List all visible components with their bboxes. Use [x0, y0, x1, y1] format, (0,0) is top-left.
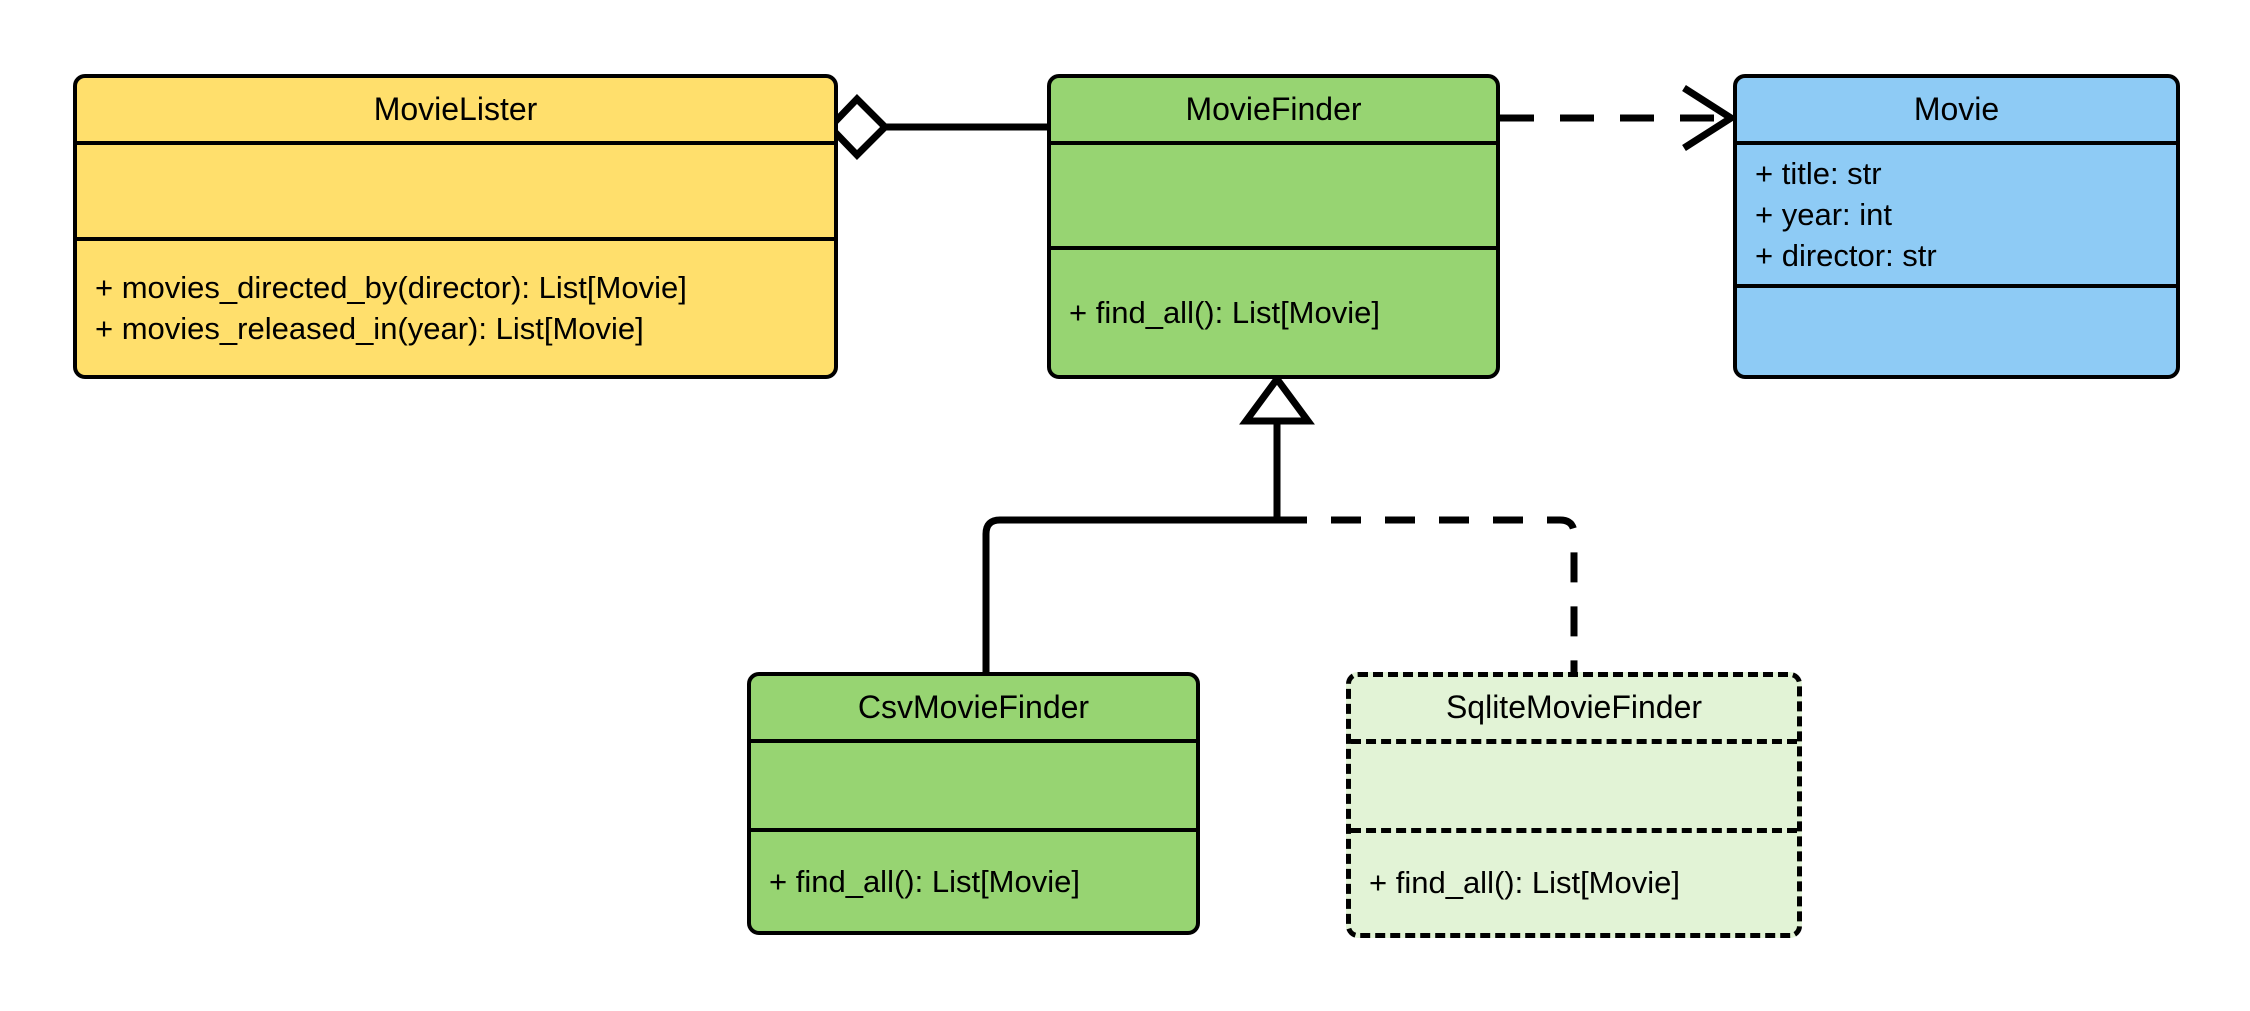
uml-class-movielister[interactable]: MovieLister + movies_directed_by(directo… [73, 74, 838, 379]
class-title-moviefinder: MovieFinder [1185, 90, 1362, 127]
attribute-item: + director: str [1755, 238, 1937, 274]
method-item: + movies_released_in(year): List[Movie] [95, 311, 644, 346]
attribute-item: + year: int [1755, 196, 1892, 232]
method-item: + find_all(): List[Movie] [1369, 865, 1680, 901]
class-name-compartment: CsvMovieFinder [751, 676, 1196, 743]
uml-class-moviefinder[interactable]: MovieFinder + find_all(): List[Movie] [1047, 74, 1500, 379]
class-title-csvmoviefinder: CsvMovieFinder [857, 688, 1090, 725]
class-attributes-compartment [1051, 145, 1496, 250]
class-name-compartment: MovieFinder [1051, 78, 1496, 145]
class-methods-compartment: + find_all(): List[Movie] [1051, 250, 1496, 375]
class-attributes-compartment [751, 743, 1196, 832]
class-name-compartment: MovieLister [77, 78, 834, 145]
uml-class-movie[interactable]: Movie + title: str + year: int + directo… [1733, 74, 2180, 379]
hollow-triangle-icon [1239, 373, 1315, 425]
uml-class-sqlitemoviefinder[interactable]: SqliteMovieFinder + find_all(): List[Mov… [1346, 672, 1802, 938]
method-item: + movies_directed_by(director): List[Mov… [95, 269, 687, 305]
class-methods-compartment: + find_all(): List[Movie] [751, 832, 1196, 931]
hollow-diamond-icon [825, 94, 890, 160]
edge-dependency-moviefinder-movie [1500, 85, 1738, 151]
class-attributes-compartment [1351, 744, 1797, 833]
edge-aggregation-movielister-moviefinder [825, 94, 1047, 160]
class-methods-compartment [1737, 288, 2176, 375]
class-title-movielister: MovieLister [373, 90, 538, 127]
edge-generalization-trunk [1239, 373, 1315, 520]
class-attributes-compartment: + title: str + year: int + director: str [1737, 145, 2176, 288]
class-title-movie: Movie [1913, 90, 2000, 127]
edge-generalization-sqlitemoviefinder [1277, 516, 1578, 672]
class-methods-compartment: + find_all(): List[Movie] [1351, 833, 1797, 933]
open-arrow-icon [1682, 85, 1738, 151]
class-title-sqlitemoviefinder: SqliteMovieFinder [1445, 689, 1703, 726]
uml-class-csvmoviefinder[interactable]: CsvMovieFinder + find_all(): List[Movie] [747, 672, 1200, 935]
method-item: + find_all(): List[Movie] [769, 863, 1080, 899]
class-name-compartment: Movie [1737, 78, 2176, 145]
class-attributes-compartment [77, 145, 834, 241]
generalization-line-sqlite [1277, 516, 1578, 672]
class-methods-compartment: + movies_directed_by(director): List[Mov… [77, 241, 834, 375]
method-item: + find_all(): List[Movie] [1069, 294, 1380, 330]
class-name-compartment: SqliteMovieFinder [1351, 677, 1797, 744]
attribute-item: + title: str [1755, 155, 1882, 191]
generalization-line-csv [982, 516, 1277, 672]
edge-generalization-csvmoviefinder [982, 516, 1277, 672]
